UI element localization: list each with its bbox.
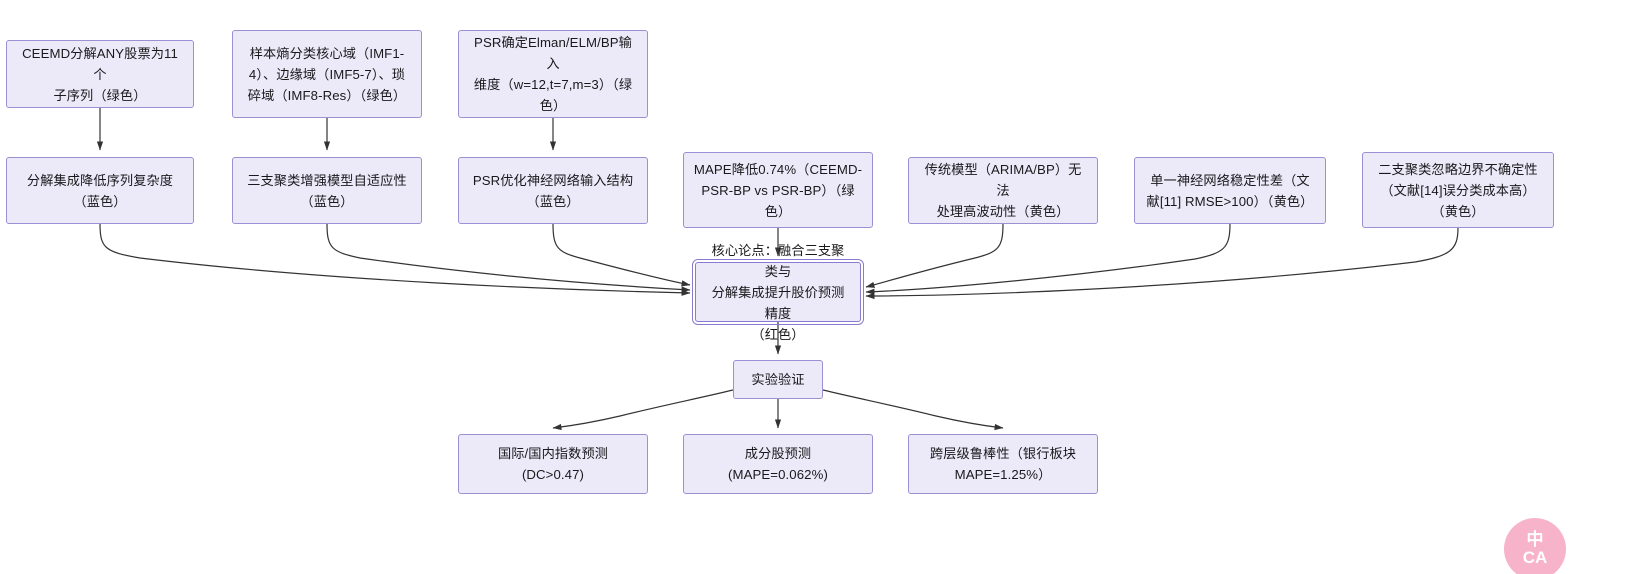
edge-n10-n11 <box>865 227 1459 300</box>
node-label: CEEMD分解ANY股票为11个 子序列（绿色） <box>22 45 178 103</box>
watermark-badge: 中 CA <box>1504 518 1566 574</box>
node-label: 核心论点：融合三支聚类与 分解集成提升股价预测精度 （红色） <box>711 242 845 342</box>
watermark-line-2: CA <box>1522 548 1548 567</box>
node-n13[interactable]: 国际/国内指数预测 (DC>0.47) <box>458 434 648 494</box>
node-n9[interactable]: 单一神经网络稳定性差（文 献[11] RMSE>100）（黄色） <box>1134 157 1326 224</box>
node-label: MAPE降低0.74%（CEEMD- PSR-BP vs PSR-BP）（绿 色… <box>693 161 863 219</box>
edge-n6-n11 <box>552 223 691 287</box>
node-n1[interactable]: CEEMD分解ANY股票为11个 子序列（绿色） <box>6 40 194 108</box>
edge-n9-n11 <box>865 223 1231 295</box>
edge-n5-n11 <box>326 223 691 293</box>
node-n5[interactable]: 三支聚类增强模型自适应性 （蓝色） <box>232 157 422 224</box>
node-n8[interactable]: 传统模型（ARIMA/BP）无法 处理高波动性（黄色） <box>908 157 1098 224</box>
node-n14[interactable]: 成分股预测 (MAPE=0.062%) <box>683 434 873 494</box>
node-label: PSR确定Elman/ELM/BP输入 维度（w=12,t=7,m=3）（绿 色… <box>473 35 633 113</box>
node-label: 二支聚类忽略边界不确定性 （文献[14]误分类成本高） （黄色） <box>1378 161 1538 219</box>
node-n10[interactable]: 二支聚类忽略边界不确定性 （文献[14]误分类成本高） （黄色） <box>1362 152 1554 228</box>
node-label: 实验验证 <box>751 372 805 387</box>
node-label: 成分股预测 (MAPE=0.062%) <box>728 446 828 482</box>
node-n6[interactable]: PSR优化神经网络输入结构 （蓝色） <box>458 157 648 224</box>
node-label: 分解集成降低序列复杂度 （蓝色） <box>26 172 174 209</box>
node-label: 传统模型（ARIMA/BP）无法 处理高波动性（黄色） <box>924 162 1082 219</box>
node-label: 样本熵分类核心域（IMF1- 4）、边缘域（IMF5-7）、琐 碎域（IMF8-… <box>247 45 407 103</box>
edge-n4-n11 <box>99 223 691 296</box>
edge-n12-n15 <box>822 389 1004 431</box>
edge-n8-n11 <box>865 223 1004 288</box>
node-label: 国际/国内指数预测 (DC>0.47) <box>497 446 609 482</box>
node-label: 跨层级鲁棒性（银行板块 MAPE=1.25%） <box>929 446 1077 482</box>
node-n12[interactable]: 实验验证 <box>733 360 823 399</box>
node-n15[interactable]: 跨层级鲁棒性（银行板块 MAPE=1.25%） <box>908 434 1098 494</box>
node-label: 三支聚类增强模型自适应性 （蓝色） <box>247 172 407 209</box>
node-n7[interactable]: MAPE降低0.74%（CEEMD- PSR-BP vs PSR-BP）（绿 色… <box>683 152 873 228</box>
node-label: 单一神经网络稳定性差（文 献[11] RMSE>100）（黄色） <box>1146 172 1314 209</box>
node-label: PSR优化神经网络输入结构 （蓝色） <box>472 172 634 209</box>
node-n3[interactable]: PSR确定Elman/ELM/BP输入 维度（w=12,t=7,m=3）（绿 色… <box>458 30 648 118</box>
node-n2[interactable]: 样本熵分类核心域（IMF1- 4）、边缘域（IMF5-7）、琐 碎域（IMF8-… <box>232 30 422 118</box>
node-n11[interactable]: 核心论点：融合三支聚类与 分解集成提升股价预测精度 （红色） <box>692 243 864 342</box>
watermark-line-1: 中 <box>1526 530 1544 549</box>
node-n4[interactable]: 分解集成降低序列复杂度 （蓝色） <box>6 157 194 224</box>
edge-n12-n13 <box>552 389 734 431</box>
